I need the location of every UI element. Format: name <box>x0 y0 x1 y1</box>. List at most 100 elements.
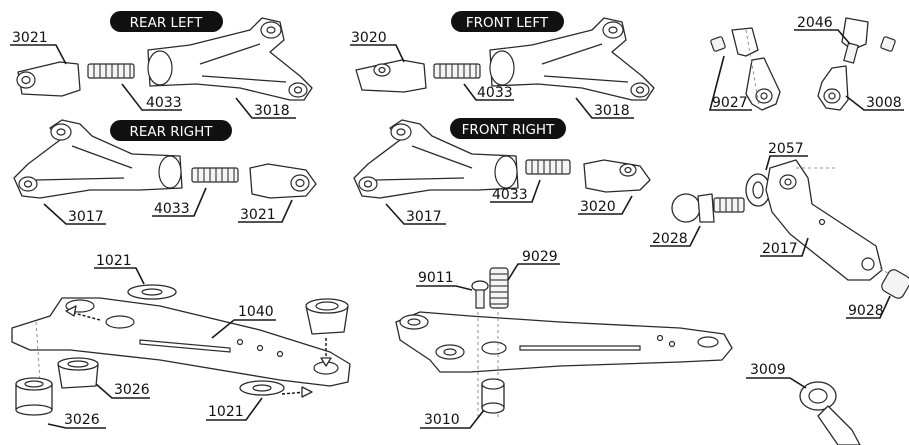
set-screw-part <box>880 36 896 52</box>
leader-line <box>794 29 851 45</box>
set-screw-part <box>710 36 726 52</box>
suspension-arm-part <box>353 119 519 199</box>
part-number-label: 3021 <box>12 30 48 46</box>
part-number-label: 3017 <box>68 209 104 225</box>
part-number-label: 9011 <box>418 270 454 286</box>
part-number-label: 4033 <box>154 201 190 217</box>
leader-line <box>95 383 150 399</box>
leader-line <box>765 155 808 171</box>
flanged-bearing-part <box>15 377 53 416</box>
steering-plate-part <box>395 300 733 420</box>
front-left-assembly: FRONT LEFT 3020 4033 3018 <box>350 11 655 119</box>
part-number-label: 2057 <box>768 141 804 157</box>
threaded-stud-part <box>191 167 239 183</box>
part-number-label: 2017 <box>762 241 798 257</box>
part-number-label: 1021 <box>208 404 244 420</box>
leader-line <box>235 97 296 119</box>
rear-left-title: REAR LEFT <box>130 15 203 31</box>
hinge-plate-assembly: 1021 1040 3026 1021 3026 <box>11 253 351 429</box>
part-number-label: 1040 <box>238 304 274 320</box>
rod-end-part <box>355 59 427 93</box>
leader-line <box>416 285 473 291</box>
pivot-bushing-part <box>239 380 285 396</box>
leader-line <box>238 199 293 223</box>
spring-part <box>489 267 509 309</box>
part-number-label: 3026 <box>64 412 100 428</box>
leader-line <box>385 203 446 225</box>
part-number-label: 3020 <box>351 30 387 46</box>
part-number-label: 3017 <box>406 209 442 225</box>
leader-line <box>845 95 904 111</box>
rod-end-part <box>249 163 317 199</box>
rear-right-title-badge <box>110 120 232 141</box>
leader-line <box>575 97 634 119</box>
part-number-label: 3018 <box>254 103 290 119</box>
leader-line <box>650 225 701 247</box>
rear-left-title-badge <box>110 11 223 32</box>
part-number-label: 4033 <box>477 85 513 101</box>
part-number-label: 3010 <box>424 412 460 428</box>
hinge-plate-part <box>11 297 351 411</box>
rod-end-part <box>16 61 81 97</box>
part-number-label: 1021 <box>96 253 132 269</box>
steering-plate-assembly: 9011 9029 3010 <box>395 249 733 429</box>
part-number-label: 9029 <box>522 249 558 265</box>
steering-arm-part <box>765 159 905 285</box>
leader-line <box>10 44 67 65</box>
part-number-label: 3021 <box>240 207 276 223</box>
leader-line <box>760 237 809 257</box>
suspension-arm-part <box>489 17 655 101</box>
threaded-stud-part <box>433 63 481 79</box>
front-left-title-badge <box>451 11 564 32</box>
front-right-assembly: FRONT RIGHT 3017 4033 3020 <box>353 118 651 225</box>
threaded-stud-part <box>87 63 135 79</box>
rod-end-part <box>583 159 651 193</box>
leader-line <box>420 409 485 429</box>
leader-line <box>47 423 106 429</box>
leader-line <box>94 267 145 285</box>
leader-line <box>463 83 514 101</box>
part-number-label: 9028 <box>848 303 884 319</box>
part-number-label: 3009 <box>750 362 786 378</box>
flanged-bearing-part <box>57 357 99 389</box>
rear-right-assembly: REAR RIGHT 3017 4033 3021 <box>13 119 317 225</box>
steering-link-assembly: 2046 9027 3008 <box>708 15 904 113</box>
threaded-rod-end-part <box>817 17 869 111</box>
part-number-label: 3008 <box>866 95 902 111</box>
leader-line <box>350 44 405 63</box>
leader-line <box>846 295 891 319</box>
flanged-bearing-part <box>305 298 349 335</box>
assembly-arrowhead <box>301 386 313 398</box>
washer-part <box>745 173 771 207</box>
leader-line <box>490 179 541 203</box>
leader-line <box>211 319 276 339</box>
part-number-label: 4033 <box>492 187 528 203</box>
pivot-bushing-part <box>127 284 177 300</box>
post-part <box>481 378 505 414</box>
leader-line <box>746 377 807 389</box>
ball-stud-arm-assembly: 2057 2028 2017 9028 <box>650 141 909 319</box>
part-number-label: 3020 <box>580 199 616 215</box>
cap-screw-part <box>471 280 489 309</box>
assembly-arrowhead <box>320 357 332 367</box>
ball-stud-part <box>671 193 745 223</box>
front-left-title: FRONT LEFT <box>466 15 549 31</box>
rod-end-3009-assembly: 3009 <box>746 362 861 445</box>
suspension-arm-part <box>147 17 313 101</box>
rear-left-assembly: REAR LEFT 3021 4033 3 <box>10 11 313 119</box>
leader-line <box>206 397 263 421</box>
leader-line <box>708 55 752 111</box>
part-number-label: 4033 <box>146 95 182 111</box>
assembly-arrowhead <box>65 305 77 317</box>
leader-line <box>578 195 633 215</box>
part-number-label: 3026 <box>114 382 150 398</box>
threaded-rod-end-part <box>731 27 781 113</box>
front-right-title: FRONT RIGHT <box>462 122 555 138</box>
rod-end-part <box>799 381 861 445</box>
leader-line <box>152 187 207 217</box>
threaded-stud-part <box>525 159 571 175</box>
leader-line <box>121 83 182 111</box>
part-number-label: 2028 <box>652 231 688 247</box>
grub-screw-part <box>881 269 909 299</box>
